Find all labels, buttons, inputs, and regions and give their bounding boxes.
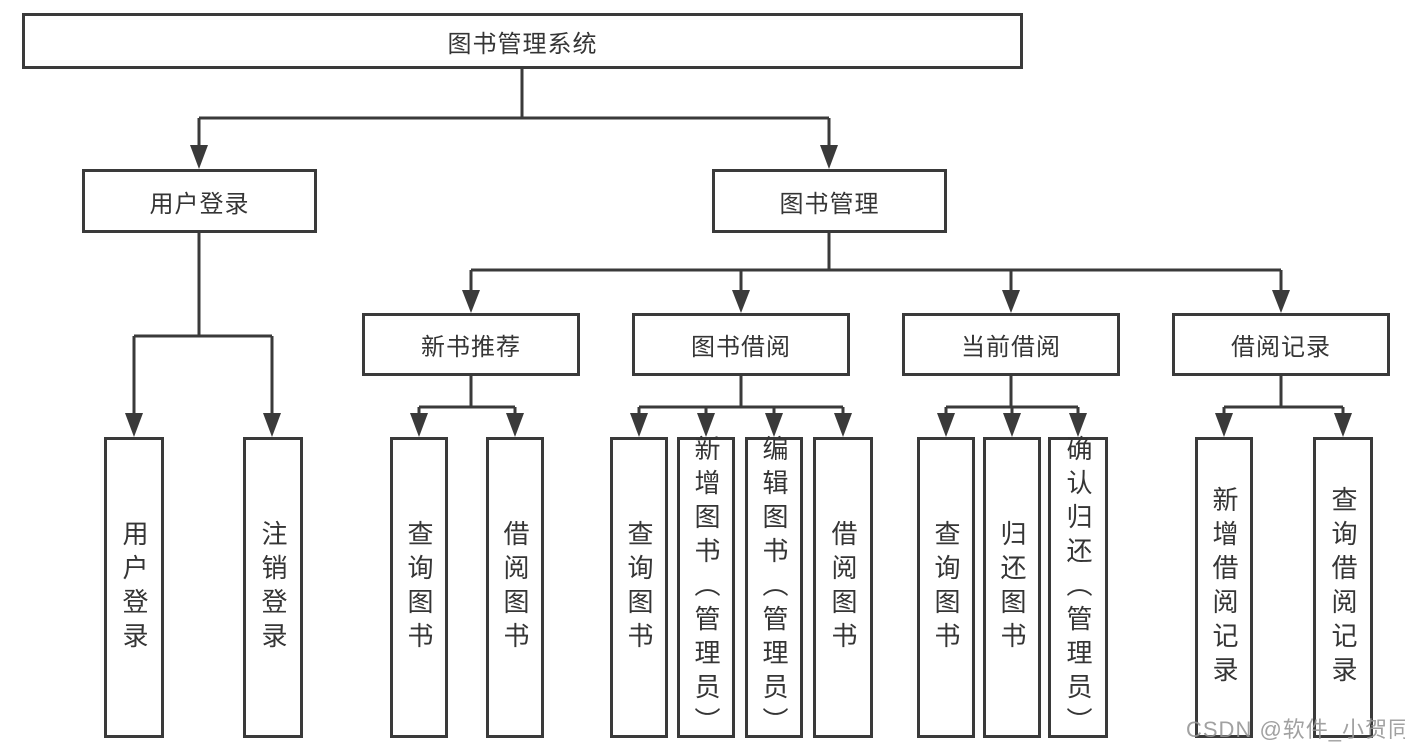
arrowhead-icons (125, 145, 1352, 437)
leaf-borrow-books: 借阅图书 (486, 437, 544, 738)
leaf-query-borrow-record: 查询借阅记录 (1313, 437, 1373, 738)
leaf-confirm-return-admin: 确认归还（管理员） (1048, 434, 1108, 741)
node-label: 用户登录 (149, 190, 250, 218)
leaf-query-books: 查询图书 (390, 437, 448, 738)
node-label: 编辑图书（管理员） (759, 434, 789, 741)
leaf-query-books-3: 查询图书 (917, 437, 975, 738)
node-label: 归还图书 (997, 519, 1027, 656)
node-new-book-recommend: 新书推荐 (362, 313, 580, 376)
node-label: 图书管理系统 (447, 30, 598, 58)
node-label: 新书推荐 (421, 334, 521, 361)
node-label: 当前借阅 (961, 334, 1061, 361)
node-library-management-system: 图书管理系统 (22, 13, 1023, 69)
node-label: 图书管理 (779, 190, 880, 218)
node-label: 用户登录 (119, 519, 149, 656)
leaf-borrow-books-2: 借阅图书 (813, 437, 873, 738)
node-label: 查询图书 (931, 519, 961, 656)
node-borrow-records: 借阅记录 (1172, 313, 1390, 376)
node-user-login: 用户登录 (82, 169, 317, 233)
leaf-query-books-2: 查询图书 (610, 437, 668, 738)
watermark-text: CSDN @软件_小贺同学 (1186, 717, 1405, 742)
node-label: 借阅图书 (828, 519, 858, 656)
node-label: 图书借阅 (691, 334, 791, 361)
node-label: 新增借阅记录 (1209, 485, 1239, 690)
node-label: 借阅图书 (500, 519, 530, 656)
node-label: 借阅记录 (1231, 334, 1331, 361)
leaf-user-login: 用户登录 (104, 437, 164, 738)
leaf-add-borrow-record: 新增借阅记录 (1195, 437, 1253, 738)
node-label: 查询借阅记录 (1328, 485, 1358, 690)
leaf-add-book-admin: 新增图书（管理员） (677, 434, 735, 741)
node-label: 注销登录 (258, 519, 288, 656)
node-book-management: 图书管理 (712, 169, 947, 233)
leaf-logout-login: 注销登录 (243, 437, 303, 738)
node-book-borrow: 图书借阅 (632, 313, 850, 376)
leaf-edit-book-admin: 编辑图书（管理员） (745, 434, 803, 741)
node-current-borrow: 当前借阅 (902, 313, 1120, 376)
leaf-return-book: 归还图书 (983, 437, 1041, 738)
node-label: 查询图书 (404, 519, 434, 656)
node-label: 新增图书（管理员） (691, 434, 721, 741)
node-label: 查询图书 (624, 519, 654, 656)
node-label: 确认归还（管理员） (1063, 434, 1093, 741)
